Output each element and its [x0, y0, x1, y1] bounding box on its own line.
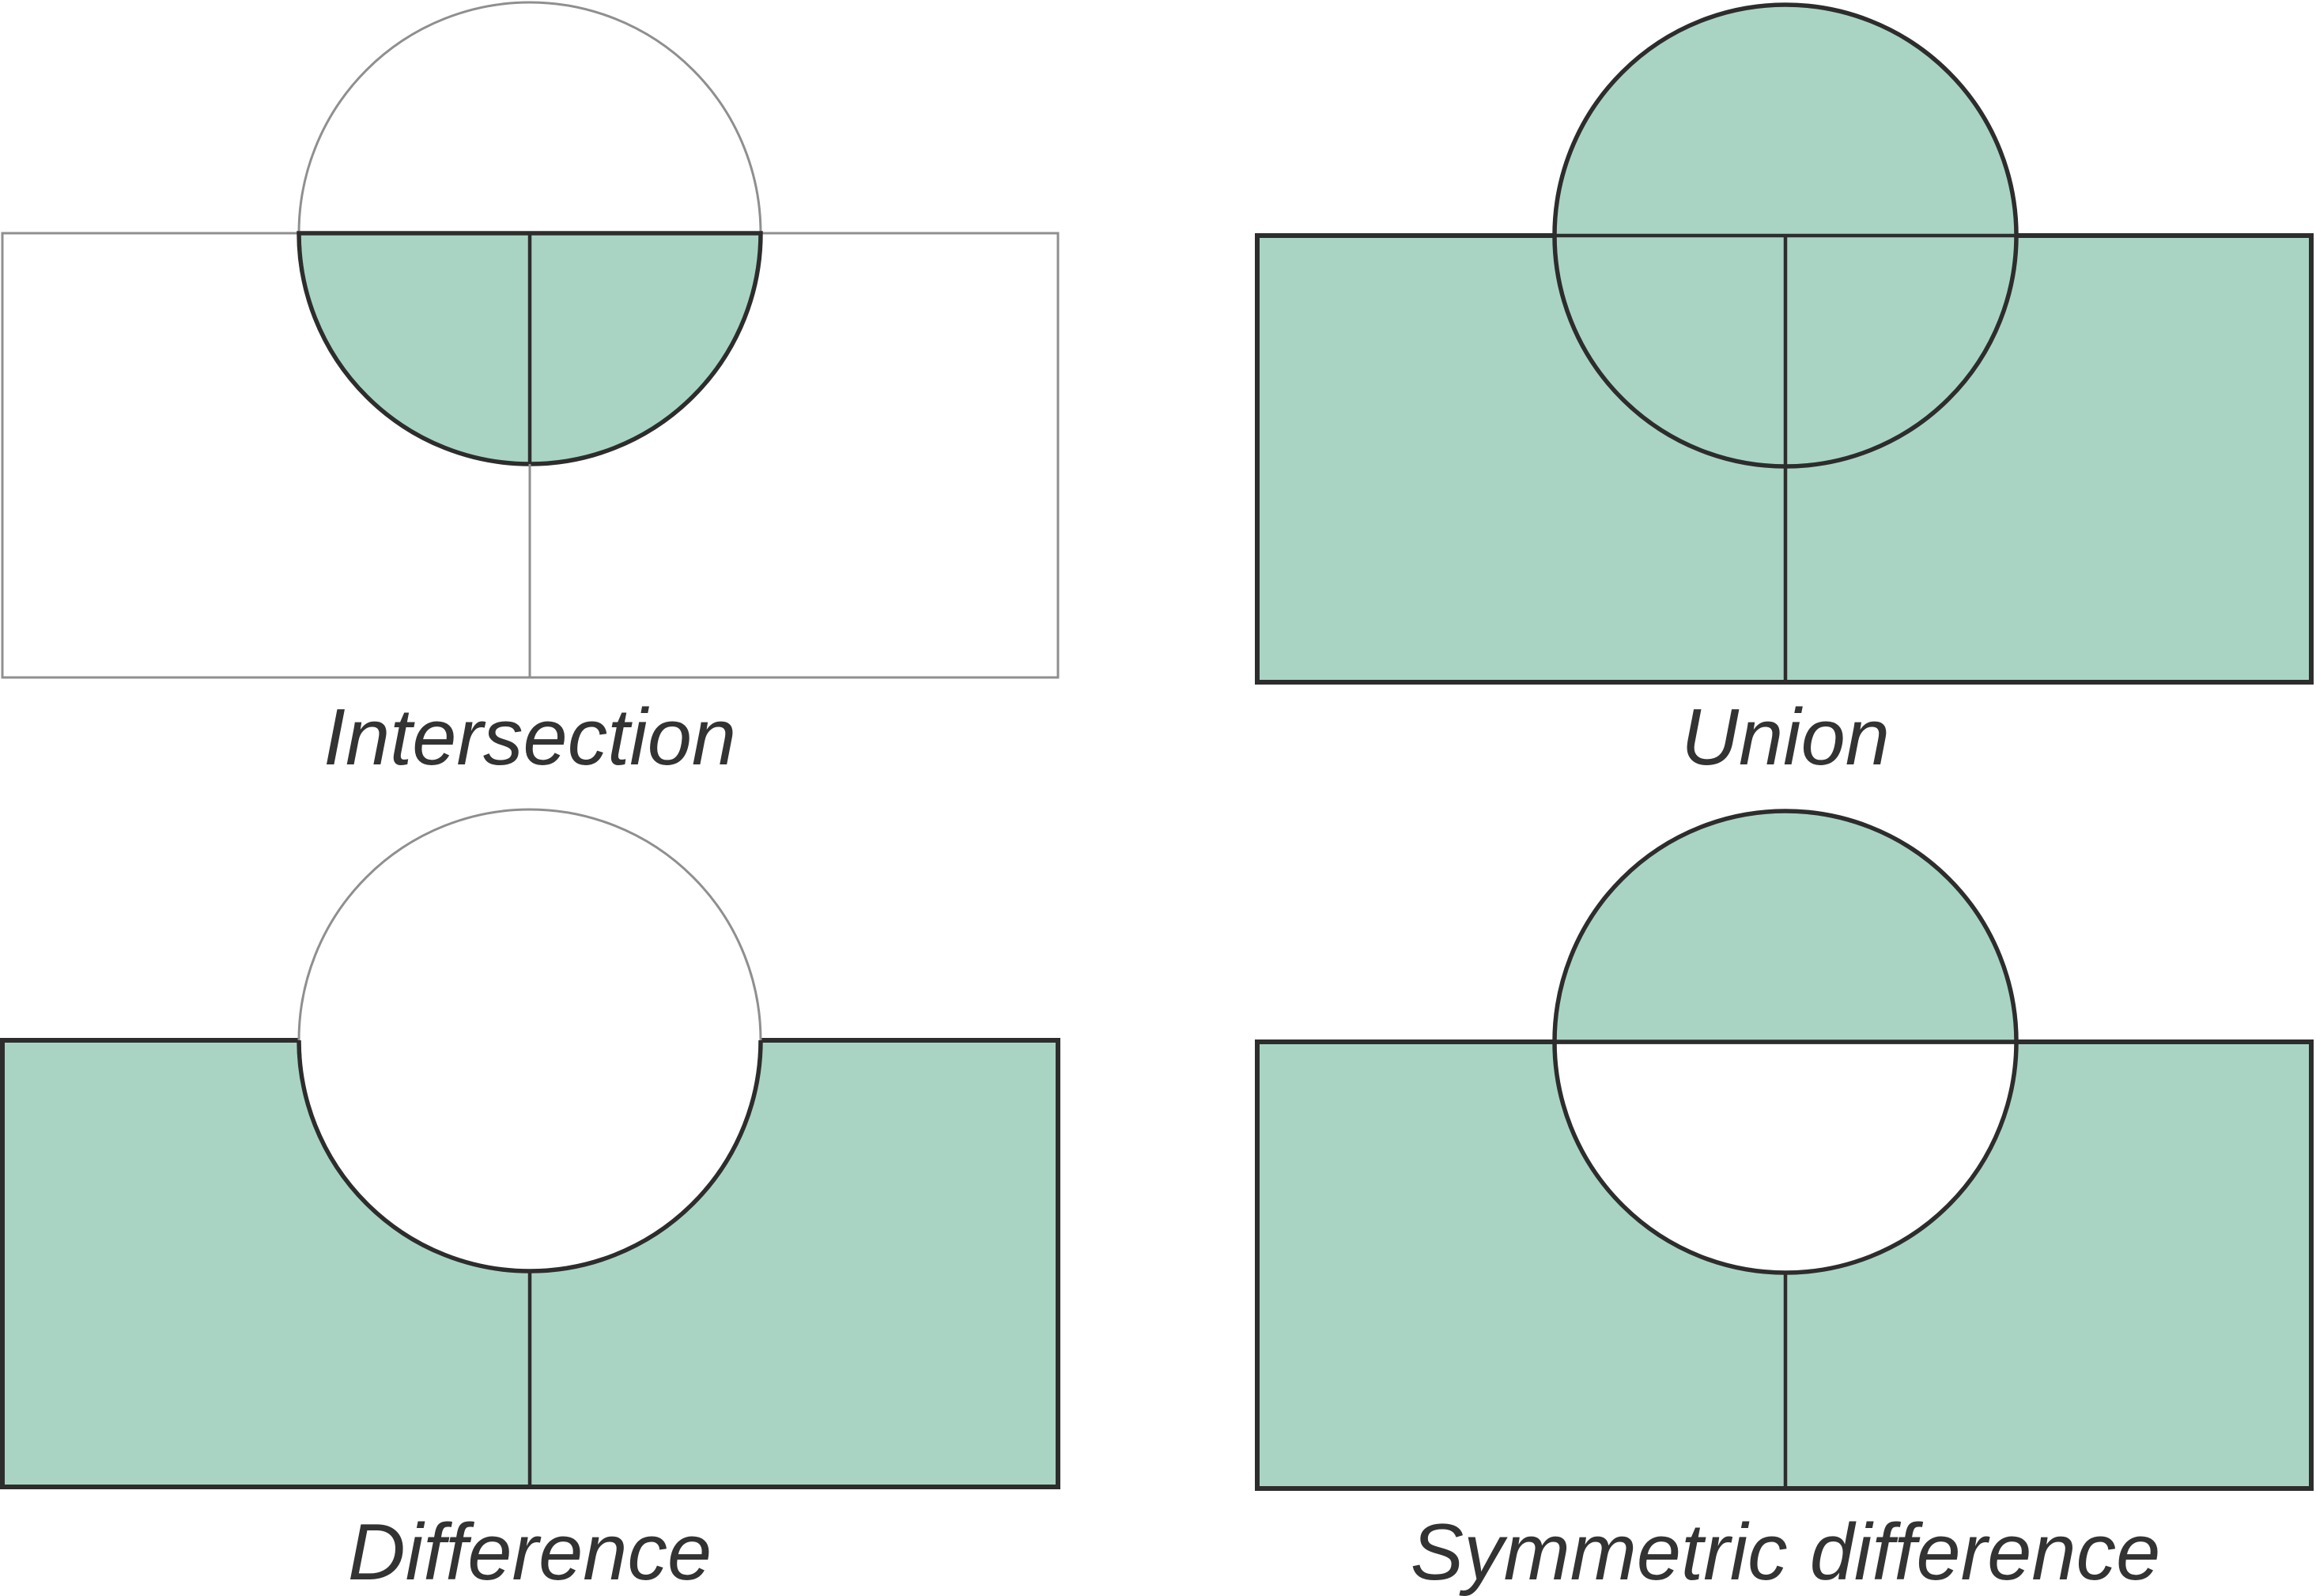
difference-circle-lower-arc: [297, 1039, 763, 1273]
union-label: Union: [1681, 693, 1890, 782]
intersection-circle-upper-arc: [297, 1, 762, 234]
difference-circle-upper-arc: [297, 808, 762, 1041]
panel-union: Union: [1255, 2, 2314, 782]
difference-label: Difference: [348, 1508, 712, 1596]
panel-symmetric-difference: Symmetric difference: [1255, 809, 2314, 1596]
difference-circle-knockout: [299, 809, 761, 1271]
intersection-label: Intersection: [323, 693, 736, 782]
panel-intersection: Intersection: [1, 1, 1060, 782]
symmetric-difference-circle-upper-half: [1552, 809, 2019, 1044]
symmetric-difference-overlap-knockout: [1552, 1039, 2019, 1275]
panel-difference: Difference: [0, 808, 1060, 1596]
symmetric-difference-label: Symmetric difference: [1411, 1508, 2161, 1596]
